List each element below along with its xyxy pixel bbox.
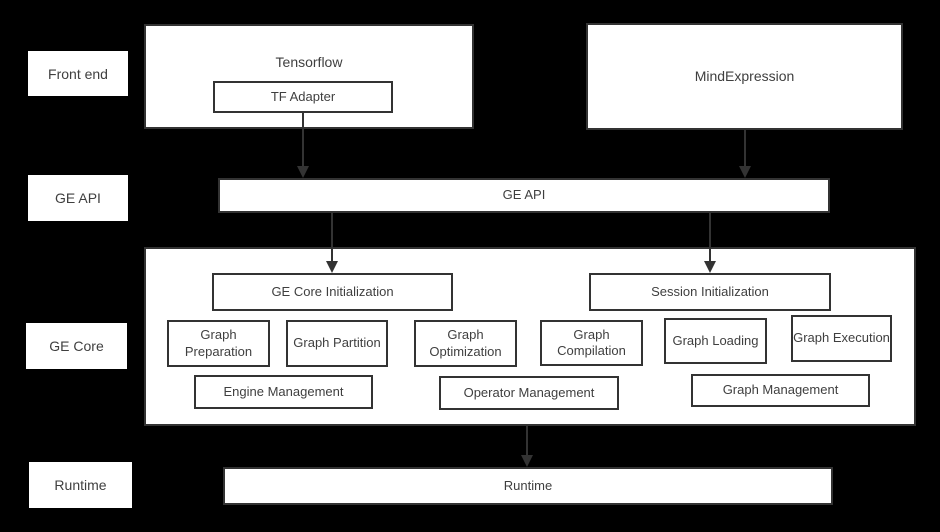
- tensorflow-label: Tensorflow: [275, 54, 343, 70]
- row-label-runtime: Runtime: [29, 462, 132, 508]
- runtime-bar: Runtime: [223, 467, 833, 505]
- graph-preparation-box: Graph Preparation: [167, 320, 270, 367]
- graph-optimization-box: Graph Optimization: [414, 320, 517, 367]
- mindexpression-box: MindExpression: [586, 23, 903, 130]
- tensorflow-box: Tensorflow TF Adapter: [144, 24, 474, 129]
- tf-adapter-box: TF Adapter: [213, 81, 393, 113]
- row-label-ge-core: GE Core: [26, 323, 127, 369]
- graph-execution-box: Graph Execution: [791, 315, 892, 362]
- graph-compilation-box: Graph Compilation: [540, 320, 643, 366]
- ge-core-initialization-box: GE Core Initialization: [212, 273, 453, 311]
- row-label-front-end: Front end: [28, 51, 128, 96]
- session-initialization-box: Session Initialization: [589, 273, 831, 311]
- ge-core-box: GE Core Initialization Session Initializ…: [144, 247, 916, 426]
- arrow-ge-core-to-runtime: [521, 426, 533, 467]
- graph-loading-box: Graph Loading: [664, 318, 767, 364]
- graph-management-box: Graph Management: [691, 374, 870, 407]
- row-label-ge-api: GE API: [28, 175, 128, 221]
- engine-management-box: Engine Management: [194, 375, 373, 409]
- graph-partition-box: Graph Partition: [286, 320, 388, 367]
- ge-api-bar: GE API: [218, 178, 830, 213]
- operator-management-box: Operator Management: [439, 376, 619, 410]
- arrow-mindexpression-to-ge-api: [739, 130, 751, 178]
